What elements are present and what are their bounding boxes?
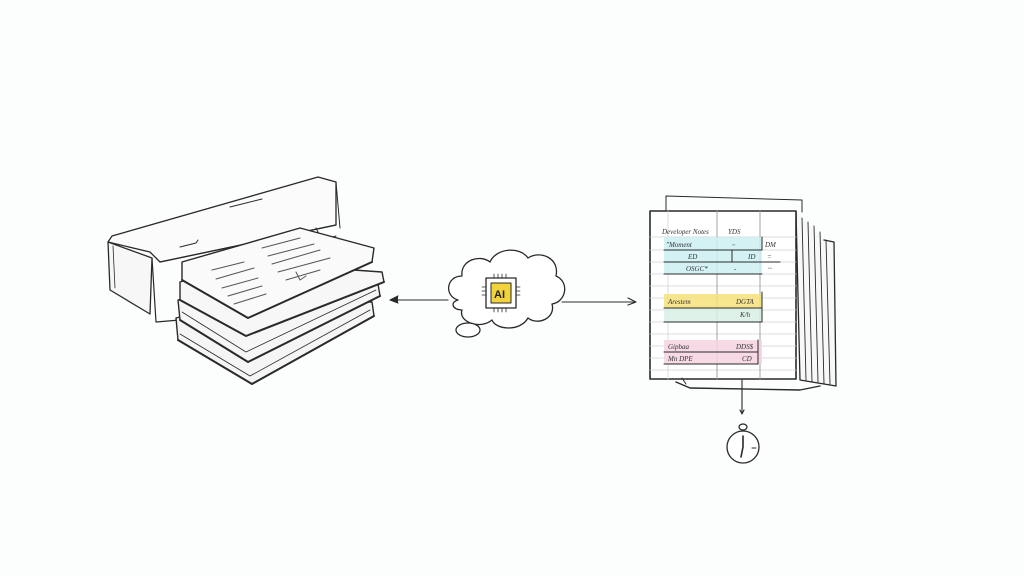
sheet-cell: DDS$ — [735, 343, 754, 351]
sheet-cell: = — [767, 253, 772, 261]
arrow-to-clock — [739, 379, 745, 415]
sheet-cell: K/h — [739, 311, 751, 319]
ai-chip-icon — [481, 273, 521, 313]
document-stack-icon — [175, 227, 385, 385]
sheet-cell: DM — [764, 241, 777, 249]
sheet-header-right: YDS — [728, 228, 741, 236]
sheet-header-left: Developer Notes — [661, 228, 709, 236]
sheet-cell: DGTA — [735, 298, 754, 306]
sheet-cell: OSGC* — [686, 265, 708, 273]
sheet-cell: "Moment — [666, 241, 693, 249]
sheet-cell: ~ — [732, 243, 736, 249]
sheet-cell: Gipbaa — [668, 343, 690, 351]
arrow-to-printer — [389, 295, 449, 304]
sheet-cell: ID — [747, 253, 755, 261]
stopwatch-icon — [726, 423, 760, 464]
arrow-to-spreadsheet — [561, 297, 637, 306]
sheet-cell: CD — [742, 355, 752, 363]
sheet-cell: Mn DPE — [667, 355, 693, 363]
ai-chip-label: AI — [494, 289, 505, 301]
sheet-cell: ~ — [768, 265, 772, 273]
sheet-cell: Arestem — [667, 298, 691, 306]
sheet-cell: - — [734, 265, 737, 273]
sheet-cell: ED — [687, 253, 697, 261]
spreadsheet-icon — [649, 195, 837, 391]
